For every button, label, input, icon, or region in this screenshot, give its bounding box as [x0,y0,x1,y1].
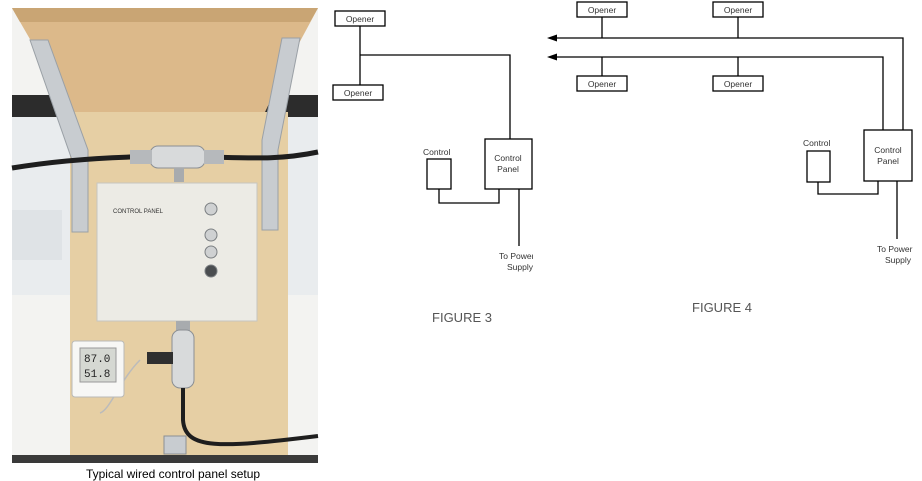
window-blind [12,210,62,260]
wire [556,56,884,130]
opener-label: Opener [346,14,375,24]
opener-label: Opener [344,88,373,98]
panel-button [204,264,218,278]
display-reading-bottom: 51.8 [84,369,110,381]
wire [360,54,511,139]
control-box [426,158,452,190]
opener-label: Opener [588,5,617,15]
panel-label-line1: Control [874,145,902,155]
panel-box-label: CONTROL PANEL [113,209,164,215]
power-label-line1: To Power [877,244,913,254]
control-box [806,150,831,183]
figure3-caption: FIGURE 3 [432,310,492,325]
conduit-body [149,145,206,169]
display-reading-top: 87.0 [84,354,110,366]
arrow-head [547,34,557,42]
panel-button [204,228,218,242]
power-label-line1: To Power [499,251,535,261]
arrow-head [547,53,557,61]
panel-label-line1: Control [494,153,522,163]
figure4-caption: FIGURE 4 [692,300,752,315]
outlet-plate [163,435,187,455]
opener-label: Opener [724,79,753,89]
figure-3 [332,10,533,246]
bottom-cable [181,388,319,447]
control-label: Control [423,147,451,157]
opener-box [332,84,384,101]
photo-caption: Typical wired control panel setup [86,467,260,481]
figure-4 [556,1,913,239]
wire [817,181,879,195]
control-panel-box [484,138,533,190]
wire [438,189,500,204]
setup-photo: CONTROL PANEL 87.0 51.8 [11,8,319,463]
power-label-line2: Supply [507,262,534,272]
wire [556,37,904,130]
opener-label: Opener [588,79,617,89]
power-label-line2: Supply [885,255,912,265]
right-bracket [261,37,301,231]
control-label: Control [803,138,831,148]
bottom-conduit [171,329,195,389]
panel-label-line2: Panel [877,156,899,166]
control-panel-box [863,129,913,182]
panel-button [204,245,218,259]
opener-label: Opener [724,5,753,15]
panel-button [204,202,218,216]
wood-shelf [12,8,318,112]
control-panel-box [96,182,258,322]
panel-label-line2: Panel [497,164,519,174]
